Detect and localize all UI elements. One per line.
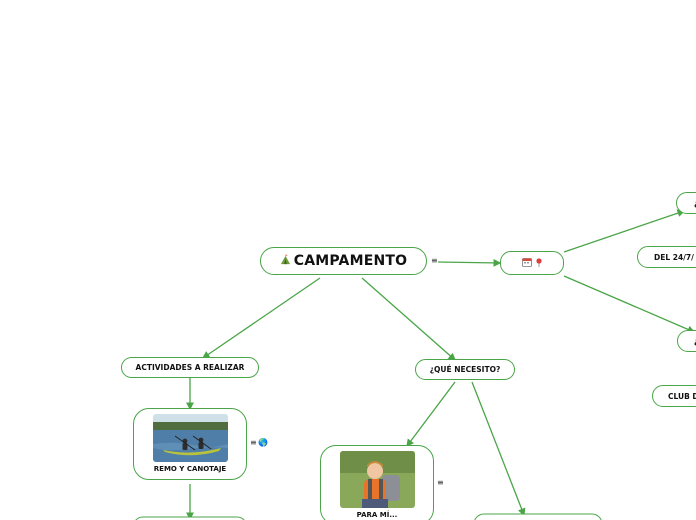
for-me-card[interactable]: PARA MÍ... [320, 445, 434, 520]
club-label: CLUB D [668, 391, 696, 401]
canoeing-note-icon[interactable]: ≡ [250, 438, 257, 447]
partial-node-bottom-right[interactable] [474, 513, 602, 520]
canoeing-card[interactable]: REMO Y CANOTAJE [133, 408, 247, 480]
partial-node-bottom-left[interactable] [133, 516, 247, 520]
bottom-question-label: ¿ [694, 337, 696, 346]
hiker-photo [339, 451, 415, 508]
link-central-to-needs [361, 277, 456, 361]
canoeing-caption: REMO Y CANOTAJE [153, 465, 227, 473]
link-needs-to-me [406, 381, 456, 448]
needs-node[interactable]: ¿QUÉ NECESITO? [415, 359, 515, 380]
top-question-node[interactable]: ¿ [676, 192, 696, 214]
central-topic-label: CAMPAMENTO [293, 253, 408, 269]
activities-label: ACTIVIDADES A REALIZAR [135, 363, 245, 372]
calendar-icon [522, 257, 532, 269]
pin-icon [536, 257, 542, 269]
top-question-label: ¿ [694, 199, 696, 208]
central-topic[interactable]: CAMPAMENTO [260, 247, 427, 275]
globe-icon[interactable]: 🌎 [258, 438, 268, 447]
for-me-caption: PARA MÍ... [356, 511, 398, 519]
tent-icon [280, 254, 291, 268]
central-note-icon[interactable]: ≡ [431, 256, 438, 265]
link-needs-to-other [471, 381, 526, 517]
date-node[interactable] [500, 251, 564, 275]
club-node[interactable]: CLUB D [652, 385, 696, 407]
kayak-photo [152, 414, 228, 462]
date-range-node[interactable]: DEL 24/7/ [637, 246, 696, 268]
date-range-label: DEL 24/7/ [654, 252, 694, 262]
link-central-to-date [437, 258, 502, 267]
link-date-to-bottom [563, 275, 696, 334]
bottom-question-node[interactable]: ¿ [677, 330, 696, 352]
link-date-to-top [563, 209, 686, 253]
link-central-to-activities [201, 277, 321, 359]
needs-label: ¿QUÉ NECESITO? [429, 365, 501, 374]
for-me-note-icon[interactable]: ≡ [437, 478, 444, 487]
activities-node[interactable]: ACTIVIDADES A REALIZAR [121, 357, 259, 378]
